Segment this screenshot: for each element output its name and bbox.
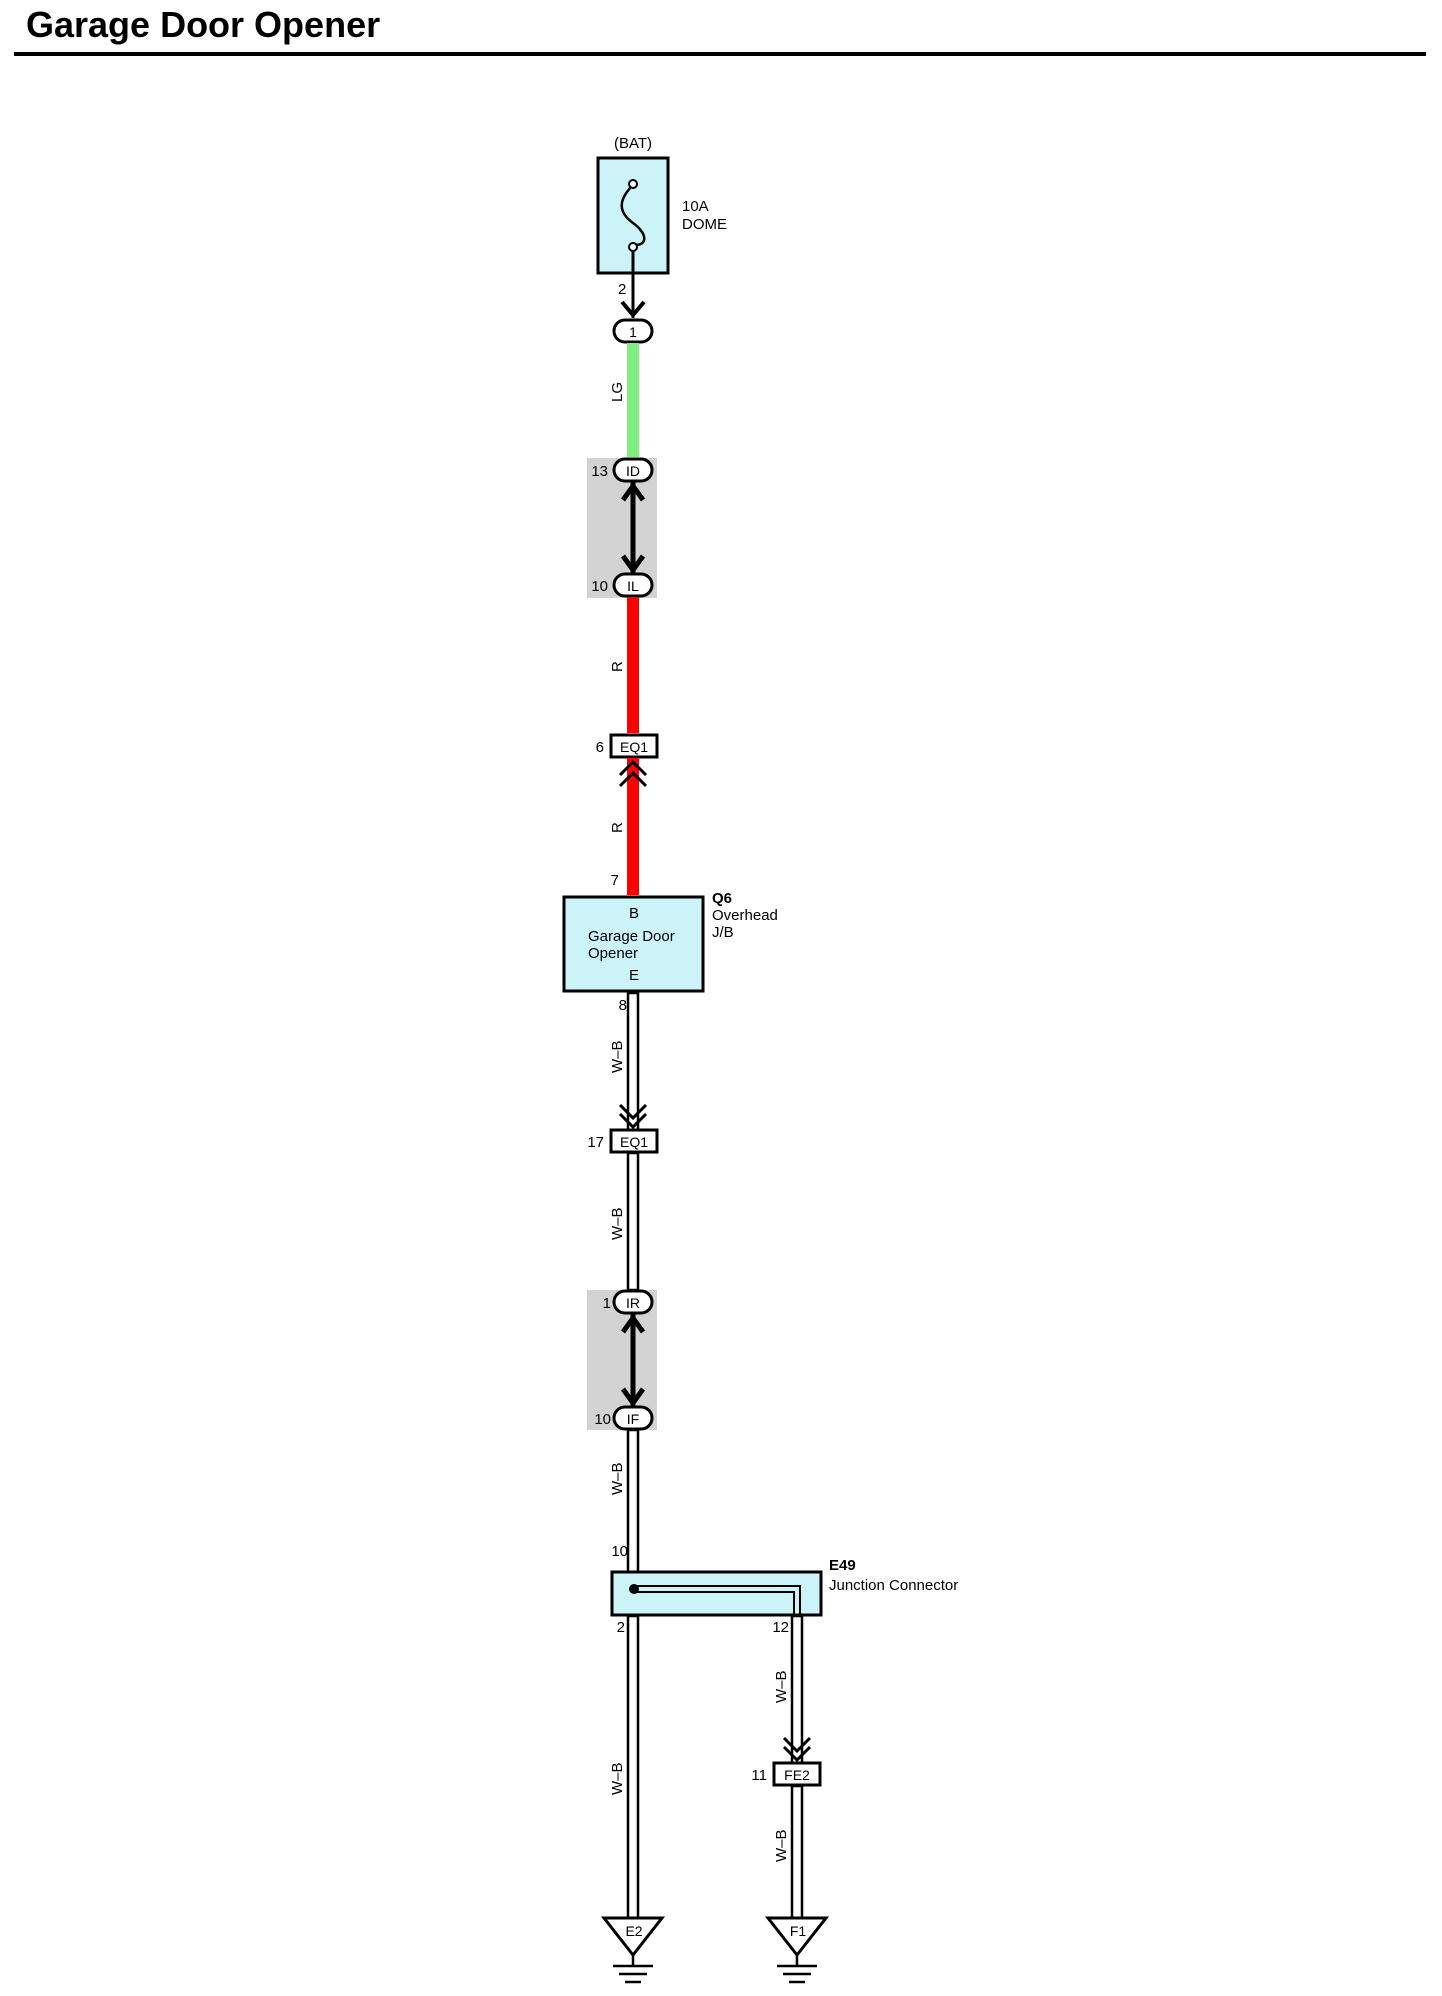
ground-e2-label: E2 <box>625 1923 642 1939</box>
junction-pin-out-right: 12 <box>772 1619 789 1636</box>
connector-1-label: 1 <box>629 324 637 340</box>
connector-id[interactable] <box>612 457 654 483</box>
wire-wb-left[interactable] <box>626 1614 640 1920</box>
wire-wb-1-label: W–B <box>609 1040 626 1073</box>
wire-wb-2[interactable] <box>626 1151 640 1292</box>
wire-wb-right-upper-label: W–B <box>773 1670 790 1703</box>
wire-wb-3-label: W–B <box>609 1462 626 1495</box>
opener-location-line2: J/B <box>712 924 734 941</box>
ground-f1-label: F1 <box>790 1923 807 1939</box>
connector-id-pin: 13 <box>591 463 608 480</box>
opener-name-line2: Opener <box>588 945 638 962</box>
wire-wb-right-lower-label: W–B <box>773 1829 790 1862</box>
connector-eq1-top-pin: 6 <box>596 739 604 756</box>
arrow-down-icon <box>618 1103 648 1130</box>
junction-name: Junction Connector <box>829 1577 958 1594</box>
connector-il-pin: 10 <box>591 578 608 595</box>
connector-1[interactable] <box>612 318 654 344</box>
junction-pin-in: 10 <box>611 1543 628 1560</box>
wire-wb-3[interactable] <box>626 1428 640 1574</box>
ground-e2-icon[interactable] <box>600 1916 666 1984</box>
opener-id: Q6 <box>712 890 732 907</box>
wire-wb-2-label: W–B <box>609 1207 626 1240</box>
connector-fe2-code: FE2 <box>784 1767 810 1783</box>
connector-id-code: ID <box>626 463 640 479</box>
garage-door-opener-box[interactable] <box>562 895 705 993</box>
opener-terminal-e: E <box>629 967 639 984</box>
fuse-source-label: (BAT) <box>614 135 652 152</box>
wire-lg[interactable] <box>627 343 639 457</box>
junction-internal-bus <box>633 1585 801 1615</box>
arrow-up-icon <box>618 759 648 788</box>
fuse-rating: 10A <box>682 198 709 215</box>
opener-terminal-b: B <box>629 905 639 922</box>
junction-connector-box[interactable] <box>610 1570 823 1617</box>
fuse-symbol-icon <box>620 184 646 247</box>
arrow-down-icon <box>620 554 646 575</box>
wire-wb-right-upper[interactable] <box>790 1614 804 1765</box>
wire-r-lower-label: R <box>609 822 626 833</box>
wire-wb-1[interactable] <box>626 991 640 1132</box>
arrow-up-icon <box>620 481 646 502</box>
fuse-name: DOME <box>682 216 727 233</box>
opener-pin-bottom: 8 <box>619 997 627 1014</box>
connector-il[interactable] <box>612 572 654 598</box>
junction-internal-bus-inner <box>637 1591 795 1615</box>
connector-ir-code: IR <box>626 1295 640 1311</box>
arrow-down-icon <box>620 300 646 319</box>
wire-wb-left-label: W–B <box>609 1762 626 1795</box>
fuse-terminal-bottom <box>628 242 638 252</box>
connector-eq1-top[interactable] <box>609 733 659 759</box>
connector-il-code: IL <box>627 578 639 594</box>
ground-f1-icon[interactable] <box>764 1916 830 1984</box>
connector-eq1-bottom-code: EQ1 <box>620 1134 648 1150</box>
wire-r-lower[interactable] <box>627 758 639 895</box>
connector-if-pin: 10 <box>594 1411 611 1428</box>
arrow-up-icon <box>620 1313 646 1334</box>
connector-eq1-bottom-pin: 17 <box>587 1134 604 1151</box>
connector-eq1-top-code: EQ1 <box>620 739 648 755</box>
junction-id: E49 <box>829 1557 856 1574</box>
connector-if-code: IF <box>627 1411 639 1427</box>
junction-pin-out-left: 2 <box>617 1619 625 1636</box>
wire-r-upper[interactable] <box>627 597 639 733</box>
wire-lg-label: LG <box>609 382 626 402</box>
opener-pin-top: 7 <box>611 872 619 889</box>
fuse-terminal-top <box>628 179 638 189</box>
arrow-down-icon <box>620 1387 646 1408</box>
opener-location-line1: Overhead <box>712 907 778 924</box>
wire-wb-right-lower[interactable] <box>790 1784 804 1920</box>
connector-ir-pin: 1 <box>603 1295 611 1312</box>
connector-ir[interactable] <box>612 1289 654 1315</box>
wire-r-upper-label: R <box>609 661 626 672</box>
diagram-title: Garage Door Opener <box>26 4 381 45</box>
junction-splice-dot <box>629 1584 639 1594</box>
arrow-down-icon <box>782 1736 812 1763</box>
fuse-pin-number: 2 <box>618 281 626 298</box>
connector-fe2-pin: 11 <box>751 1767 767 1784</box>
title-underline <box>14 52 1426 56</box>
opener-name-line1: Garage Door <box>588 928 675 945</box>
